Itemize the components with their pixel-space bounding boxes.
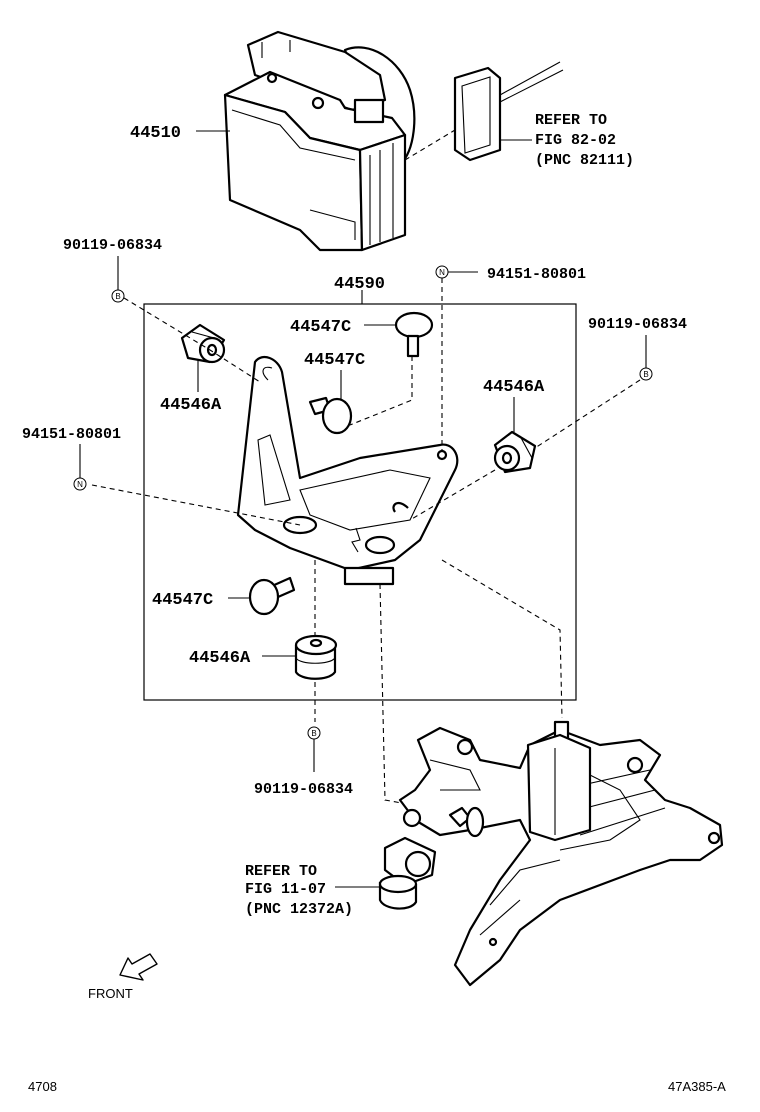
- dash-to-frame-right: [441, 559, 563, 719]
- abs-actuator-44510: [223, 30, 416, 252]
- connector-dash-line: [404, 129, 456, 161]
- label-44590: 44590: [334, 275, 385, 294]
- svg-text:B: B: [115, 292, 120, 301]
- pin-44547c-middle: [308, 396, 353, 435]
- refer82-line2: FIG 82-02: [535, 132, 616, 149]
- label-a2: 44546A: [483, 378, 545, 397]
- pin-44547c-top: [394, 311, 434, 358]
- label-44510: 44510: [130, 124, 181, 143]
- dash-bolt-top-left: [123, 297, 261, 383]
- label-c1: 44547C: [290, 318, 351, 337]
- refer82-line1: REFER TO: [535, 112, 607, 129]
- refer11-line1: REFER TO: [245, 863, 317, 880]
- label-bolt-bottom: 90119-06834: [254, 781, 353, 798]
- front-arrow-icon: [119, 953, 158, 981]
- label-c3: 44547C: [152, 591, 213, 610]
- label-nut-left: 94151-80801: [22, 426, 121, 443]
- refer11-line2: FIG 11-07: [245, 881, 326, 898]
- label-nut-top: 94151-80801: [487, 266, 586, 283]
- engine-mount-part: [378, 836, 437, 910]
- label-a1: 44546A: [160, 396, 222, 415]
- bracket-group-box: [143, 303, 577, 701]
- label-bolt-right: 90119-06834: [588, 316, 687, 333]
- label-bolt-top-left: 90119-06834: [63, 237, 162, 254]
- bolt-marker-right: B: [639, 335, 653, 381]
- refer82-line3: (PNC 82111): [535, 152, 634, 169]
- svg-text:N: N: [77, 480, 83, 489]
- svg-text:B: B: [643, 370, 648, 379]
- bracket-44590: [236, 355, 459, 586]
- page-code: 4708: [28, 1079, 57, 1094]
- nut-marker-left: N: [73, 444, 87, 491]
- grommet-44546a-top: [180, 323, 226, 364]
- bolt-marker-bottom: B: [307, 726, 321, 772]
- refer11-line3: (PNC 12372A): [245, 901, 353, 918]
- wire-connector: [453, 61, 564, 162]
- svg-text:N: N: [439, 268, 445, 277]
- figure-code: 47A385-A: [668, 1079, 726, 1094]
- grommet-44546a-bottom: [294, 634, 338, 680]
- bolt-marker-top-left: B: [111, 256, 125, 303]
- front-label: FRONT: [88, 986, 133, 1001]
- label-a3: 44546A: [189, 649, 251, 668]
- label-c2: 44547C: [304, 351, 365, 370]
- lower-mount-bracket: [398, 720, 724, 987]
- svg-text:B: B: [311, 729, 316, 738]
- grommet-44546a-right: [493, 430, 537, 474]
- dash-bolt-right: [409, 379, 641, 521]
- nut-marker-top: N: [435, 265, 478, 279]
- pin-44547c-bottom: [248, 576, 296, 616]
